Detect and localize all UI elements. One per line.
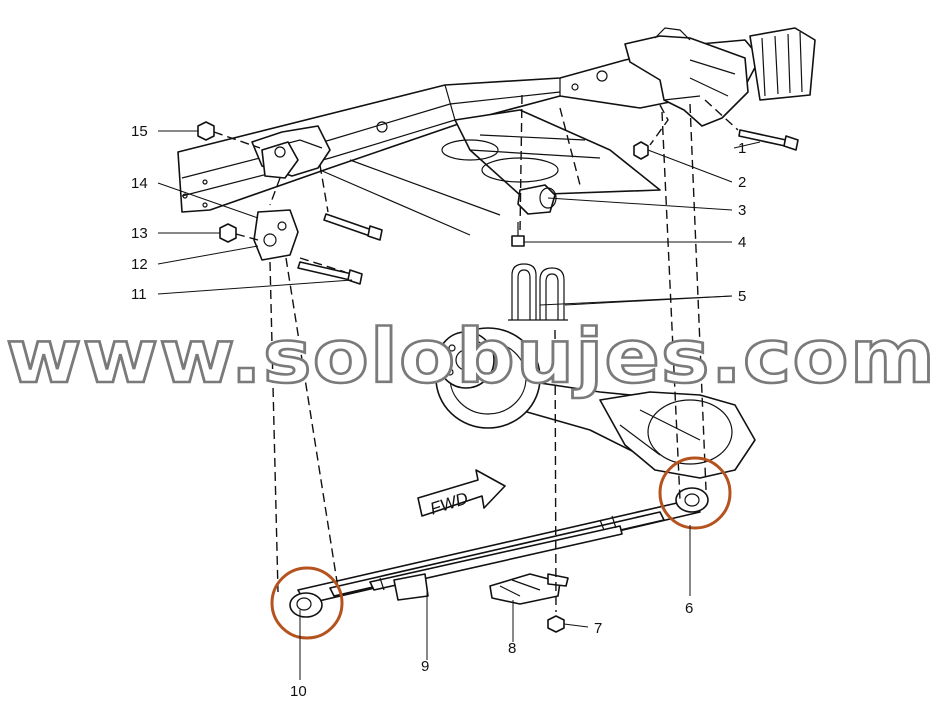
callout-13: 13 <box>131 225 148 242</box>
callout-6: 6 <box>685 600 693 617</box>
callout-14: 14 <box>131 175 148 192</box>
callout-3: 3 <box>738 202 746 219</box>
hardware <box>197 121 799 285</box>
callout-4: 4 <box>738 234 746 251</box>
front-bushing-highlight <box>270 566 344 640</box>
assembly-lines <box>213 94 739 613</box>
callout-5: 5 <box>738 288 746 305</box>
callout-10: 10 <box>290 683 307 700</box>
callout-11: 11 <box>131 286 147 303</box>
callout-numbers: 15 14 13 12 11 1 2 3 4 5 6 7 8 9 10 <box>131 123 746 700</box>
spring-plate <box>489 573 569 605</box>
watermark-text: www.solobujes.com <box>6 314 936 400</box>
rear-bushing-highlight <box>658 456 732 530</box>
callout-1: 1 <box>738 140 746 157</box>
frame-rail <box>177 27 816 236</box>
callout-8: 8 <box>508 640 516 657</box>
hex-nut <box>547 615 565 633</box>
callout-12: 12 <box>131 256 148 273</box>
callout-9: 9 <box>421 658 429 675</box>
axle-assembly <box>435 263 756 479</box>
leader-lines <box>157 130 761 680</box>
leaf-spring <box>289 487 709 618</box>
front-shackle <box>253 141 299 261</box>
callout-15: 15 <box>131 123 148 140</box>
forward-arrow: FWD <box>417 469 506 519</box>
callout-2: 2 <box>738 174 746 191</box>
callout-7: 7 <box>594 620 602 637</box>
